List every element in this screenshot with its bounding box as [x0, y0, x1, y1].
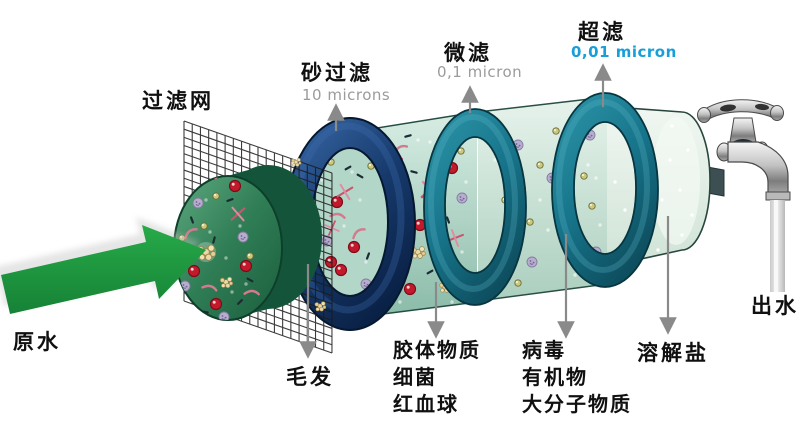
label-colloid: 胶体物质 [393, 340, 481, 362]
label-dissolved-salt: 溶解盐 [637, 341, 709, 365]
label-bacteria: 细菌 [393, 367, 437, 389]
label-ultra-pore-size: 0,01 micron [571, 43, 677, 61]
label-ultrafilter: 超滤 [578, 20, 626, 44]
label-organics: 有机物 [522, 367, 588, 389]
label-screen-filter: 过滤网 [142, 89, 214, 113]
label-sand-filter: 砂过滤 [301, 61, 373, 85]
label-hair: 毛发 [286, 365, 334, 389]
label-sand-pore-size: 10 microns [302, 86, 391, 104]
label-microfilter: 微滤 [444, 41, 492, 65]
label-macromolecule: 大分子物质 [522, 394, 632, 416]
microfilter-ring [423, 108, 527, 306]
label-out-water: 出水 [751, 294, 799, 318]
label-red-cells: 红血球 [393, 394, 459, 416]
faucet-icon [697, 99, 791, 292]
raw-water-disc [173, 165, 322, 321]
label-colloid-group: 胶体物质 细菌 红血球 [393, 338, 481, 419]
label-virus-group: 病毒 有机物 大分子物质 [522, 338, 632, 419]
label-virus: 病毒 [522, 340, 566, 362]
flow-arrow-icon [0, 217, 206, 314]
label-micro-pore-size: 0,1 micron [437, 63, 523, 81]
label-raw-water: 原水 [13, 330, 61, 354]
cartridge-section-3 [599, 105, 711, 269]
guide-arrows [299, 63, 677, 359]
water-stream [770, 200, 785, 292]
